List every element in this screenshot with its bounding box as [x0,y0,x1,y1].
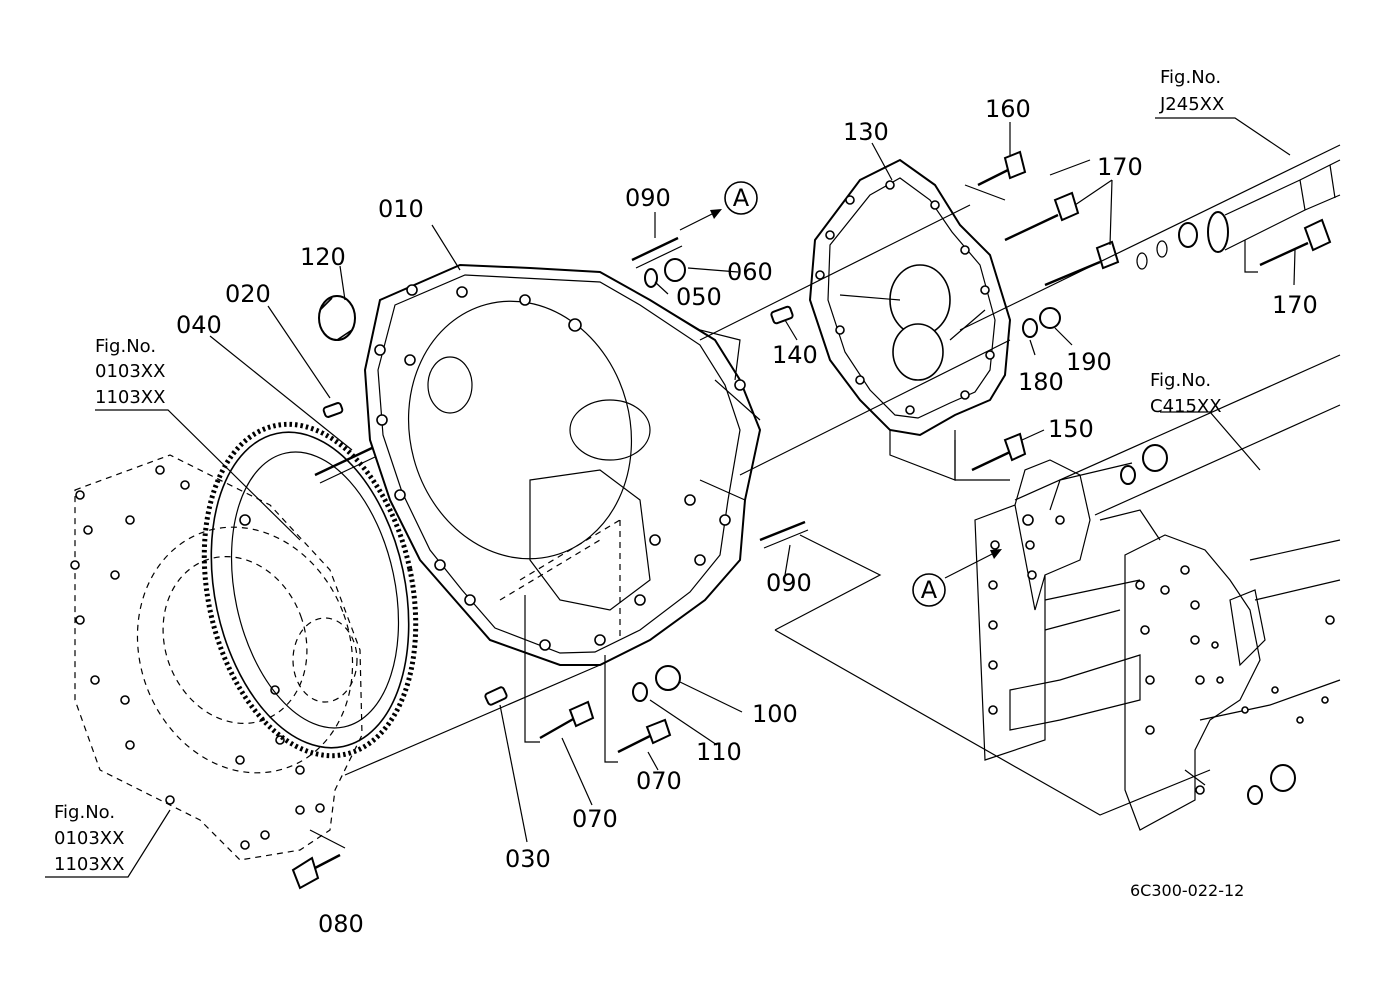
pin-020 [322,402,344,418]
washer-050 [644,268,658,288]
cap-120 [318,295,356,341]
figure-ref-left-top-title: Fig.No. [95,336,156,357]
label-leaders [45,117,1296,878]
transmission-cover [808,158,1012,481]
label-090-top: 090 [625,184,671,212]
marker-a-top-label: A [733,184,750,212]
label-080: 080 [318,910,364,938]
clutch-housing [363,263,762,666]
label-190: 190 [1066,348,1112,376]
plug-190 [1039,307,1061,329]
label-040: 040 [176,311,222,339]
label-020: 020 [225,280,271,308]
marker-a-top: A [679,181,758,231]
frame-nut-lower [1247,764,1296,805]
figure-ref-left-top-code-2: 1103XX [95,387,165,408]
label-070-right: 070 [636,767,682,795]
stud-090-top [631,236,683,269]
figure-ref-right-top-code: J245XX [1159,94,1224,115]
label-060: 060 [727,258,773,286]
figure-ref-right-top-title: Fig.No. [1160,67,1221,88]
figure-ref-left-top: Fig.No. 0103XX 1103XX [95,336,165,408]
figure-ref-left-top-code-1: 0103XX [95,361,165,382]
bolt-170-upper [1004,191,1080,242]
figure-ref-left-bottom-code-2: 1103XX [54,854,124,875]
label-160: 160 [985,95,1031,123]
frame-nut-upper [1120,444,1168,485]
flywheel-ring-gear [201,421,419,759]
figure-ref-left-bottom-title: Fig.No. [54,802,115,823]
plug-100 [655,665,681,691]
figure-ref-left-bottom: Fig.No. 0103XX 1103XX [54,802,124,875]
bolt-070-right [617,718,672,754]
washer-180 [1022,318,1038,338]
washer-110 [632,682,648,702]
pin-030 [484,686,508,706]
stud-090-right [759,520,809,549]
label-110: 110 [696,738,742,766]
figure-ref-left-bottom-code-1: 0103XX [54,828,124,849]
label-180: 180 [1018,368,1064,396]
label-050: 050 [676,283,722,311]
label-170-right: 170 [1272,291,1318,319]
label-030: 030 [505,845,551,873]
input-shaft [1136,159,1341,270]
bolt-150 [971,432,1027,472]
marker-a-frame: A [912,549,1002,607]
label-100: 100 [752,700,798,728]
bolt-080 [291,853,341,890]
marker-a-frame-label: A [921,576,938,604]
label-120: 120 [300,243,346,271]
figure-ref-right-mid: Fig.No. C415XX [1150,370,1222,417]
frame-assembly [974,459,1341,831]
label-090-right: 090 [766,569,812,597]
pin-140 [770,305,794,325]
label-170-top: 170 [1097,153,1143,181]
flywheel-housing-plate [70,454,363,861]
figure-ref-right-mid-code: C415XX [1150,396,1222,417]
bolt-170-right [1259,218,1332,267]
bolt-070-left [539,700,595,740]
label-010: 010 [378,195,424,223]
stud-040 [314,446,376,484]
diagram-code: 6C300-022-12 [1130,881,1244,900]
label-130: 130 [843,118,889,146]
figure-ref-right-mid-title: Fig.No. [1150,370,1211,391]
assembly-lines [309,144,1341,849]
figure-ref-right-top: Fig.No. J245XX [1159,67,1224,115]
nut-060 [664,258,686,282]
label-150: 150 [1048,415,1094,443]
part-number-labels: 010 020 030 040 050 060 070 070 080 090 … [176,95,1318,938]
label-070-left: 070 [572,805,618,833]
label-140: 140 [772,341,818,369]
bolt-170-lower [1044,240,1120,287]
bolt-160 [977,150,1027,187]
